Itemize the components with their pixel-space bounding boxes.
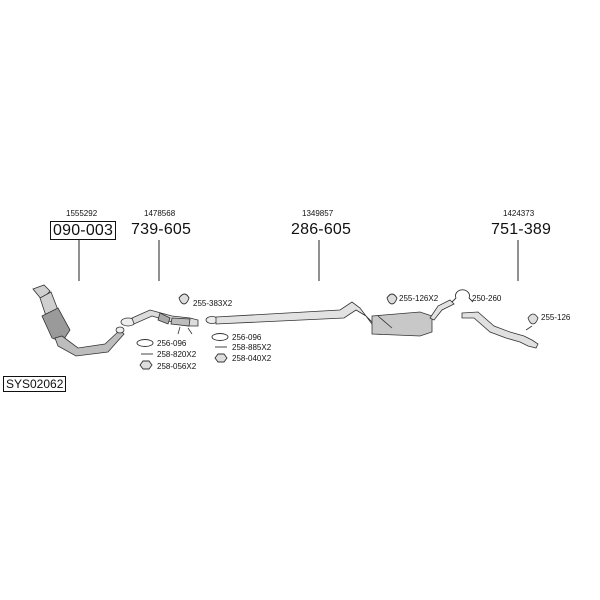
part-ref-3: 1349857 <box>302 209 334 218</box>
fitting-label-rubber-mount-3[interactable]: 255-126 <box>541 313 571 322</box>
fitting-label-gasket-2[interactable]: 256-096 <box>232 333 262 342</box>
part-number-middle-silencer[interactable]: 286-605 <box>291 221 352 238</box>
rubber-mount-icon-3 <box>527 313 539 325</box>
gasket-icon-2 <box>211 333 229 341</box>
leader-lines <box>78 240 519 281</box>
fitting-label-clamp[interactable]: 250-260 <box>472 294 502 303</box>
nut-icon <box>139 360 153 370</box>
nut-icon-2 <box>214 353 228 363</box>
catalytic-converter-drawing <box>32 284 125 357</box>
part-ref-4: 1424373 <box>503 209 535 218</box>
part-number-catalytic-converter[interactable]: 090-003 <box>50 221 117 240</box>
middle-silencer-drawing <box>205 299 455 337</box>
fittings-middle <box>211 289 474 363</box>
fitting-label-rubber-mount-2[interactable]: 255-126X2 <box>399 294 439 303</box>
fitting-label-nut-2[interactable]: 258-040X2 <box>232 354 272 363</box>
tail-pipe-drawing <box>461 311 539 349</box>
fitting-label-bolt-2[interactable]: 258-885X2 <box>232 343 272 352</box>
clamp-icon <box>455 289 470 299</box>
fittings-left <box>136 293 190 370</box>
part-ref-2: 1478568 <box>144 209 176 218</box>
fitting-label-gasket-1[interactable]: 256-096 <box>157 339 187 348</box>
fitting-label-rubber-mount[interactable]: 255-383X2 <box>193 299 233 308</box>
part-number-front-pipe[interactable]: 739-605 <box>131 221 192 238</box>
part-ref-1: 1555292 <box>66 209 98 218</box>
system-code-label: SYS02062 <box>3 376 67 392</box>
gasket-icon <box>136 339 154 347</box>
rubber-mount-icon <box>178 293 190 305</box>
fitting-label-bolt-1[interactable]: 258-820X2 <box>157 350 197 359</box>
front-pipe-drawing <box>120 309 199 335</box>
rubber-mount-icon-2 <box>386 293 398 305</box>
part-number-tail-pipe[interactable]: 751-389 <box>491 221 552 238</box>
fitting-label-nut-1[interactable]: 258-056X2 <box>157 362 197 371</box>
